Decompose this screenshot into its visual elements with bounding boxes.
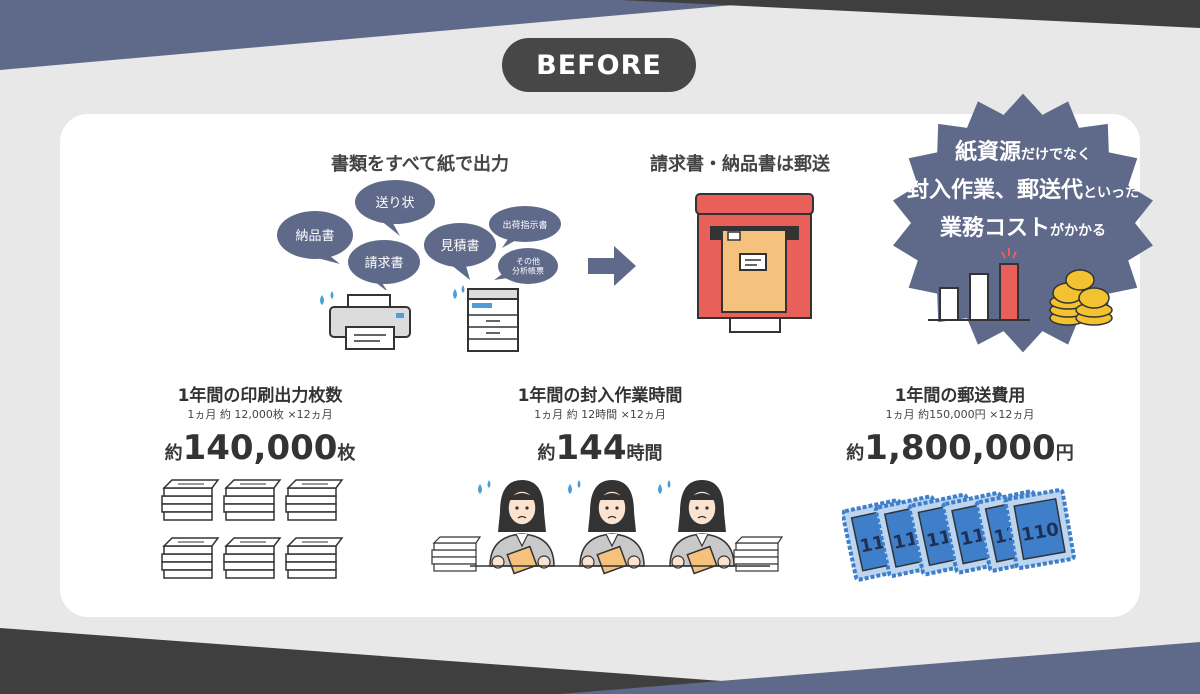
bubble-okurijou: 送り状 <box>355 180 435 236</box>
desktop-printer-icon <box>320 291 411 350</box>
stat-postage-title: 1年間の郵送費用 <box>894 386 1026 406</box>
bar-chart-icon <box>928 248 1030 321</box>
bubble-text-2: 請求書 <box>364 256 403 271</box>
stat-postage-sub: 1ヵ月 約150,000円 ×12ヵ月 <box>885 408 1035 421</box>
badge-line-3: 業務コストがかかる <box>939 216 1106 241</box>
stat-enclose-title: 1年間の封入作業時間 <box>517 386 683 406</box>
arrow-right-icon <box>588 246 636 286</box>
step1-heading: 書類をすべて紙で出力 <box>330 154 510 175</box>
stat-enclose-value: 約144時間 <box>537 428 663 468</box>
badge-line-1: 紙資源だけでなく <box>954 140 1091 165</box>
document-bubbles: 納品書 送り状 請求書 見積書 出荷指示書 その他分析帳票 <box>277 180 561 290</box>
bubble-sonota: その他分析帳票 <box>494 248 558 284</box>
stat-print-value: 約140,000枚 <box>164 428 356 468</box>
cost-badge <box>893 93 1153 353</box>
bubble-text-0: 納品書 <box>295 229 334 244</box>
badge-line-2: 封入作業、郵送代といった <box>906 178 1139 203</box>
bubble-text-1: 送り状 <box>375 196 414 211</box>
multifunction-copier-icon <box>453 285 519 352</box>
paper-stacks-icon <box>161 479 343 579</box>
postbox-icon <box>695 193 814 333</box>
printer-icons <box>320 285 519 352</box>
bubble-mitsumorisho: 見積書 <box>424 223 496 280</box>
stat-enclose-sub: 1ヵ月 約 12時間 ×12ヵ月 <box>534 408 666 421</box>
yen-coins-icon <box>1049 269 1113 326</box>
stat-postage-value: 約1,800,000円 <box>846 428 1074 468</box>
bubble-shukka: 出荷指示書 <box>489 206 561 248</box>
bubble-text-4: 出荷指示書 <box>502 219 547 231</box>
workers-enclosing-icon <box>431 479 783 575</box>
stat-print-sub: 1ヵ月 約 12,000枚 ×12ヵ月 <box>187 408 333 421</box>
step2-heading: 請求書・納品書は郵送 <box>650 154 830 175</box>
bubble-text-3: 見積書 <box>440 239 479 254</box>
stat-print-title: 1年間の印刷出力枚数 <box>177 386 343 406</box>
bubble-seikyusho: 請求書 <box>348 240 420 290</box>
before-label: BEFORE <box>502 38 696 92</box>
bubble-nouhinsho: 納品書 <box>277 211 353 264</box>
postage-stamps-icon: 110 110 110 110 110 110 <box>842 487 1077 583</box>
bubble-text-5: その他分析帳票 <box>512 256 544 276</box>
